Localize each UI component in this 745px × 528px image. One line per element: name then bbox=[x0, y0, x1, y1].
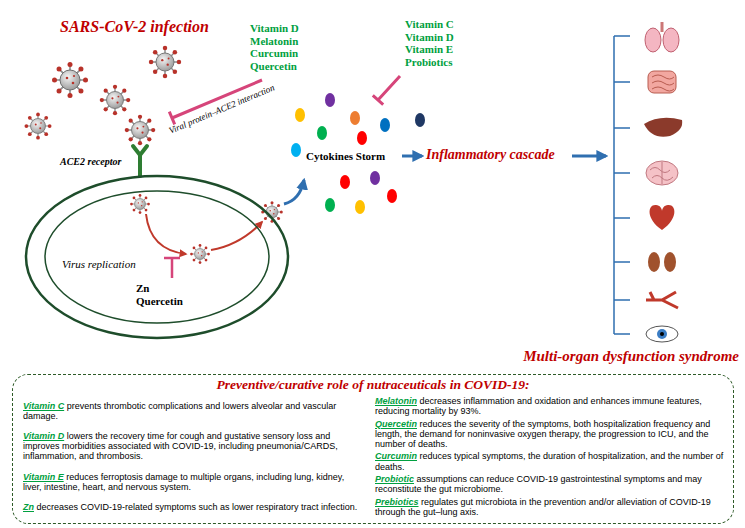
replication-arrow bbox=[211, 222, 262, 250]
nutraceutical-name: Zn bbox=[23, 502, 34, 512]
inhibitor-bar bbox=[164, 258, 180, 278]
vessel-icon bbox=[646, 292, 678, 308]
flow-arrow bbox=[402, 155, 422, 158]
outcome-label: Multi-organ dysfunction syndrome bbox=[523, 348, 739, 365]
cytokine-dots bbox=[291, 93, 425, 214]
nutraceutical-name: Probiotic bbox=[375, 474, 414, 484]
nutraceutical-note: Vitamin Dlowers the recovery time for co… bbox=[23, 431, 363, 461]
summary-panel: Preventive/curative role of nutraceutica… bbox=[12, 374, 734, 524]
cell-outline: Virus replicationZn Quercetin bbox=[24, 174, 290, 340]
effect-text: prevents thrombotic complications and lo… bbox=[23, 401, 336, 421]
replication-arrow bbox=[146, 214, 186, 254]
nutraceutical-note: Vitamin Ereduces ferroptosis damage to m… bbox=[23, 472, 363, 492]
inhibitor-list: Zn Quercetin bbox=[136, 282, 192, 307]
effect-text: lowers the recovery time for cough and g… bbox=[23, 431, 338, 461]
nutraceutical-name: Prebiotics bbox=[375, 497, 419, 507]
flow-arrow bbox=[572, 155, 606, 158]
inhibitor-list: Vitamin C Vitamin D Vitamin E Probiotics bbox=[405, 18, 461, 69]
virus-particle bbox=[149, 46, 181, 78]
nutraceutical-name: Melatonin bbox=[375, 396, 417, 406]
cell-membrane bbox=[24, 174, 290, 340]
kidney-icon bbox=[648, 252, 676, 272]
virus-particle bbox=[125, 115, 156, 146]
inner-membrane bbox=[45, 191, 269, 323]
nutraceutical-note: Probioticassumptions can reduce COVID-19… bbox=[375, 474, 725, 494]
virus-particle bbox=[52, 62, 88, 98]
virus-particle bbox=[100, 85, 131, 116]
text-column: Melatonindecreases inflammation and oxid… bbox=[375, 396, 725, 517]
nutraceutical-name: Curcumin bbox=[375, 451, 417, 461]
nutraceutical-note: Melatonindecreases inflammation and oxid… bbox=[375, 396, 725, 416]
receptor-symbol bbox=[133, 146, 147, 176]
text-column: Vitamin Cprevents thrombotic complicatio… bbox=[23, 396, 363, 517]
inhibitor-list: Vitamin D Melatonin Curcumin Quercetin bbox=[250, 22, 306, 73]
inhibitor-bar bbox=[373, 76, 400, 105]
receptor-label: ACE2 receptor bbox=[60, 156, 121, 168]
virus-particle bbox=[25, 113, 52, 140]
virus-particle bbox=[130, 194, 150, 214]
outer-membrane bbox=[26, 176, 288, 338]
nutraceutical-note: Vitamin Cprevents thrombotic complicatio… bbox=[23, 401, 363, 421]
effect-text: assumptions can reduce COVID-19 gastroin… bbox=[375, 474, 702, 494]
eye-icon bbox=[646, 326, 678, 342]
nutraceutical-name: Vitamin E bbox=[23, 472, 64, 482]
effect-text: decreases COVID-19-related symptoms such… bbox=[37, 502, 358, 512]
nutraceutical-note: Prebioticsregulates gut microbiota in th… bbox=[375, 497, 725, 517]
lung-icon bbox=[645, 22, 679, 52]
infection-heading: SARS-CoV-2 infection bbox=[60, 18, 209, 36]
process-label: Virus replication bbox=[62, 258, 136, 271]
intestine-icon bbox=[648, 71, 676, 93]
effect-text: reduces typical symptoms, the duration o… bbox=[375, 451, 723, 471]
nutraceutical-name: Quercetin bbox=[375, 419, 417, 429]
virus-particle bbox=[190, 244, 210, 264]
nutraceutical-note: Zndecreases COVID-19-related symptoms su… bbox=[23, 502, 363, 512]
nutraceutical-note: Curcuminreduces typical symptoms, the du… bbox=[375, 451, 725, 471]
inhibition-label: Viral protein–ACE2 interaction bbox=[168, 82, 277, 136]
nutraceutical-name: Vitamin C bbox=[23, 401, 64, 411]
heart-icon bbox=[650, 205, 675, 230]
liver-icon bbox=[644, 118, 682, 137]
process-label: Cytokines Storm bbox=[306, 150, 385, 163]
effect-text: reduces ferroptosis damage to multiple o… bbox=[23, 472, 344, 492]
effect-text: decreases inflammation and oxidation and… bbox=[375, 396, 702, 416]
panel-title: Preventive/curative role of nutraceutica… bbox=[13, 377, 733, 393]
nutraceutical-note: Quercetinreduces the severity of the sym… bbox=[375, 419, 725, 449]
brain-icon bbox=[646, 161, 678, 185]
flow-arrow bbox=[284, 180, 304, 204]
effect-text: regulates gut microbiota in the preventi… bbox=[375, 497, 711, 517]
organ-bracket bbox=[614, 36, 630, 334]
process-label: Inflammatory cascade bbox=[426, 147, 555, 163]
effect-text: reduces the severity of the symptoms, bo… bbox=[375, 419, 710, 449]
nutraceutical-name: Vitamin D bbox=[23, 431, 64, 441]
